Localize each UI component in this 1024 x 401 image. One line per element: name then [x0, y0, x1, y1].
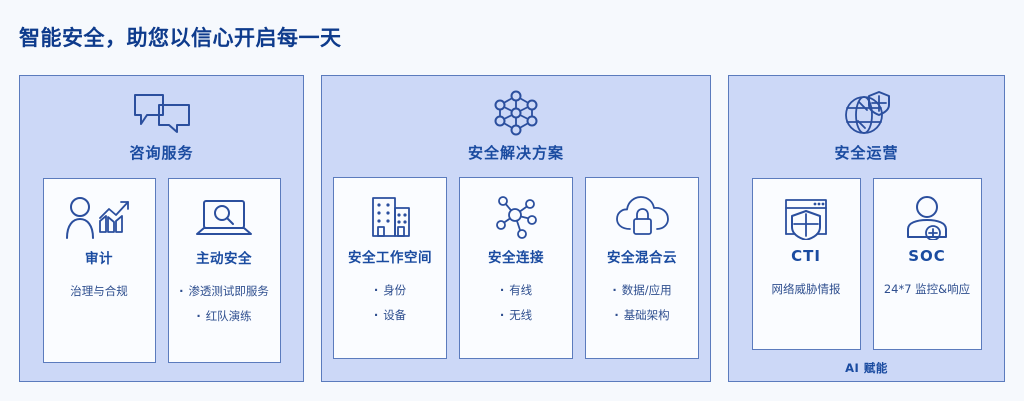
card-cti[interactable]: CTI 网络威胁情报 — [751, 178, 861, 350]
list-item: 渗透测试即服务 — [169, 283, 280, 299]
card-body: 数据/应用 基础架构 — [586, 282, 698, 332]
card-title: SOC — [908, 247, 946, 265]
panel-footer-ai: AI 赋能 — [845, 361, 888, 375]
card-note: 治理与合规 — [70, 284, 128, 298]
page-title: 智能安全，助您以信心开启每一天 — [19, 26, 342, 50]
panel-title: 咨询服务 — [129, 144, 194, 162]
list-item: 有线 — [460, 282, 572, 298]
hex-network-icon — [491, 90, 541, 136]
panel-title: 安全解决方案 — [467, 144, 564, 162]
card-bullets: 身份 设备 — [334, 282, 446, 323]
browser-shield-icon — [778, 193, 834, 241]
card-secure-workspace[interactable]: 安全工作空间 身份 设备 — [333, 177, 447, 359]
list-item: 红队演练 — [169, 308, 280, 324]
card-secure-connectivity[interactable]: 安全连接 有线 无线 — [459, 177, 573, 359]
card-list: CTI 网络威胁情报 SOC — [751, 178, 982, 350]
card-note: 网络威胁情报 — [771, 282, 841, 296]
list-item: 基础架构 — [586, 307, 698, 323]
person-bar-chart-icon — [64, 193, 134, 241]
card-bullets: 数据/应用 基础架构 — [586, 282, 698, 323]
card-title: 审计 — [85, 251, 113, 267]
list-item: 数据/应用 — [586, 282, 698, 298]
card-title: 安全连接 — [488, 250, 544, 266]
card-body: 有线 无线 — [460, 282, 572, 332]
list-item: 设备 — [334, 307, 446, 323]
card-body: 网络威胁情报 — [753, 281, 860, 297]
panel-security-solutions[interactable]: 安全解决方案 — [321, 75, 711, 382]
hub-nodes-icon — [491, 192, 541, 240]
card-title: 安全混合云 — [607, 250, 677, 266]
card-title: 主动安全 — [196, 251, 252, 267]
card-audit[interactable]: 审计 治理与合规 — [42, 178, 156, 363]
panel-group: 咨询服务 审计 — [19, 75, 1005, 382]
card-proactive-security[interactable]: 主动安全 渗透测试即服务 红队演练 — [167, 178, 281, 363]
list-item: 无线 — [460, 307, 572, 323]
panel-consulting[interactable]: 咨询服务 审计 — [19, 75, 304, 382]
laptop-search-icon — [193, 193, 255, 241]
card-list: 审计 治理与合规 主动安全 — [42, 178, 281, 363]
card-bullets: 有线 无线 — [460, 282, 572, 323]
card-title: CTI — [791, 247, 821, 265]
card-body: 身份 设备 — [334, 282, 446, 332]
list-item: 身份 — [334, 282, 446, 298]
panel-title: 安全运营 — [834, 144, 899, 162]
card-title: 安全工作空间 — [348, 250, 432, 266]
card-list: 安全工作空间 身份 设备 — [333, 177, 699, 359]
cloud-lock-icon — [613, 192, 671, 240]
person-badge-icon — [900, 193, 954, 241]
card-secure-hybrid-cloud[interactable]: 安全混合云 数据/应用 基础架构 — [585, 177, 699, 359]
card-bullets: 渗透测试即服务 红队演练 — [169, 283, 280, 324]
card-body: 24*7 监控&响应 — [874, 281, 981, 297]
globe-shield-icon — [841, 90, 893, 136]
card-body: 渗透测试即服务 红队演练 — [169, 283, 280, 333]
card-note: 24*7 监控&响应 — [883, 282, 971, 296]
card-soc[interactable]: SOC 24*7 监控&响应 — [872, 178, 982, 350]
panel-security-operations[interactable]: 安全运营 CTI 网络 — [728, 75, 1005, 382]
speech-bubbles-icon — [131, 90, 193, 136]
buildings-icon — [364, 192, 416, 240]
card-body: 治理与合规 — [44, 283, 155, 299]
